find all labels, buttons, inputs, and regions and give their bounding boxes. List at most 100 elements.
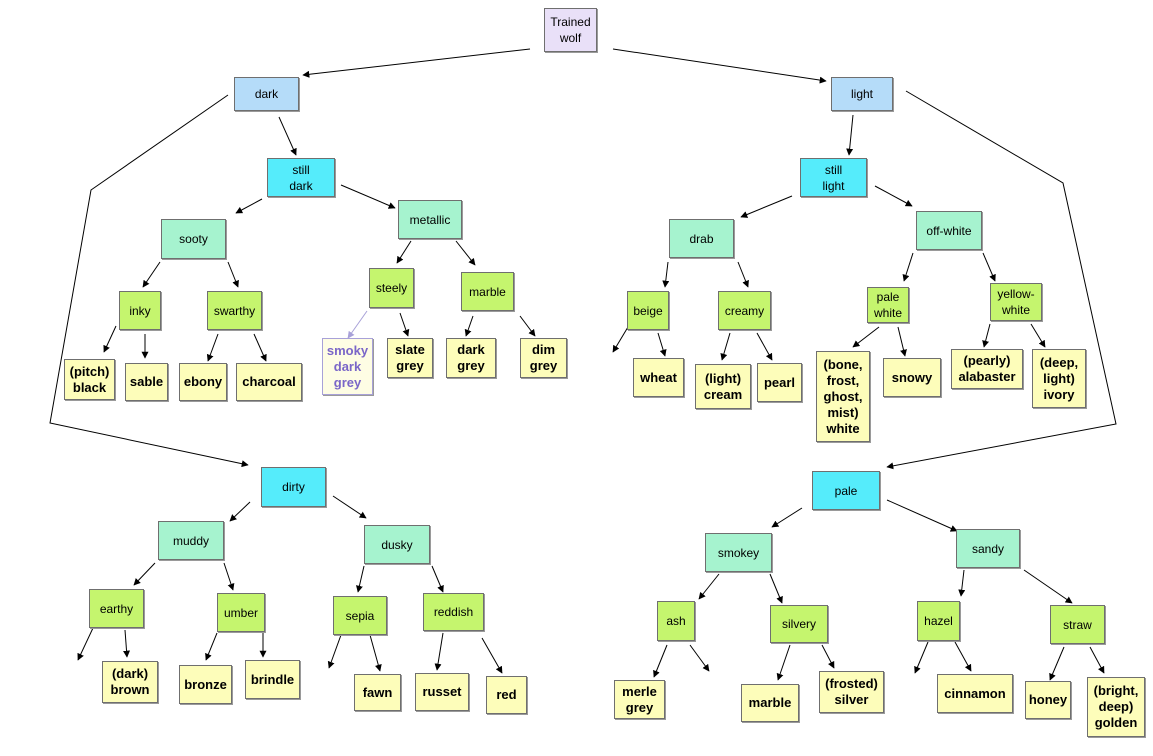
edge-ash-merlegrey — [653, 644, 668, 678]
node-creamy: creamy — [718, 291, 771, 330]
root-node-trained-wolf: Trained wolf — [544, 8, 597, 52]
edge-swarthy-ebony — [206, 333, 219, 362]
node-inky: inky — [119, 291, 161, 330]
leaf-brindle: brindle — [245, 660, 300, 699]
edge-creamy-pearl — [756, 332, 773, 361]
leaf-wheat: wheat — [633, 358, 684, 397]
edge-silvery-marble — [776, 644, 791, 681]
leaf-charcoal: charcoal — [236, 363, 302, 401]
edge-smokey-ash — [698, 573, 720, 600]
node-beige: beige — [627, 291, 669, 330]
leaf-fawn: fawn — [354, 674, 401, 711]
leaf-russet: russet — [415, 673, 469, 711]
node-swarthy: swarthy — [207, 291, 262, 330]
edge-stilllight-drab — [740, 195, 793, 218]
edge-yellowwhite-ivory — [1030, 323, 1046, 348]
edge-reddish-russet — [434, 632, 444, 671]
edge-dark-dirty — [49, 94, 249, 468]
edge-earthy-stub — [77, 627, 94, 661]
edge-sandy-hazel — [958, 569, 966, 597]
edge-stilldark-sooty — [235, 198, 263, 214]
node-dark: dark — [234, 77, 299, 111]
leaf-pearl: pearl — [757, 363, 802, 402]
leaf-ebony: ebony — [179, 363, 227, 401]
edge-straw-honey — [1049, 646, 1065, 681]
edge-beige-wheat — [657, 332, 667, 357]
edge-root-dark — [302, 48, 531, 78]
edge-dark-stilldark — [278, 116, 297, 156]
edge-umber-bronze — [205, 632, 218, 661]
node-drab: drab — [669, 219, 734, 258]
node-umber: umber — [217, 593, 265, 632]
node-straw: straw — [1050, 605, 1105, 644]
node-muddy: muddy — [158, 521, 224, 560]
edge-swarthy-charcoal — [253, 333, 267, 362]
node-silvery: silvery — [770, 605, 828, 643]
edge-offwhite-yellowwhite — [982, 252, 996, 282]
node-yellow-white: yellow- white — [990, 283, 1042, 321]
leaf-dim-grey: dim grey — [520, 338, 567, 378]
leaf-snowy: snowy — [883, 358, 941, 397]
node-sooty: sooty — [161, 219, 226, 259]
edge-smokey-silvery — [769, 573, 783, 604]
leaf-alabaster: (pearly) alabaster — [951, 349, 1023, 389]
node-sandy: sandy — [956, 529, 1020, 568]
edge-dusky-sepia — [356, 565, 365, 593]
edge-stilldark-metallic — [340, 184, 396, 209]
node-metallic: metallic — [398, 200, 462, 239]
edge-beige-stub — [612, 326, 629, 353]
edge-steely-smokydarkgrey — [347, 310, 368, 339]
node-pale: pale — [812, 471, 880, 510]
leaf-golden: (bright, deep) golden — [1087, 677, 1145, 737]
edge-muddy-earthy — [133, 562, 156, 586]
node-dusky: dusky — [364, 525, 430, 564]
node-hazel: hazel — [917, 601, 960, 641]
leaf-frosted-silver: (frosted) silver — [819, 671, 884, 713]
node-off-white: off-white — [916, 211, 982, 250]
leaf-pitch-black: (pitch) black — [64, 359, 115, 400]
edge-dusky-reddish — [431, 565, 444, 593]
node-dirty: dirty — [261, 467, 326, 507]
leaf-light-cream: (light) cream — [695, 364, 751, 409]
edge-yellowwhite-alabaster — [982, 323, 991, 348]
edge-ash-stub — [689, 644, 710, 672]
edge-dirty-dusky — [332, 495, 367, 519]
leaf-bronze: bronze — [179, 665, 232, 704]
edge-palewhite-bone — [852, 326, 880, 348]
edge-sepia-fawn — [369, 634, 382, 672]
node-still-light: still light — [800, 158, 867, 197]
edge-stilllight-offwhite — [874, 185, 913, 207]
edge-inky-pitchblack — [103, 325, 117, 353]
leaf-sable: sable — [125, 363, 168, 401]
edge-metallic-marble — [455, 240, 476, 266]
leaf-dark-grey: dark grey — [446, 338, 496, 378]
node-reddish: reddish — [423, 593, 484, 631]
leaf-merle-grey: merle grey — [614, 680, 665, 719]
edge-offwhite-palewhite — [902, 252, 914, 282]
edge-sooty-swarthy — [227, 261, 239, 288]
leaf-ivory: (deep, light) ivory — [1032, 349, 1086, 408]
edge-silvery-frostedsilver — [821, 644, 835, 669]
edge-reddish-red — [481, 637, 503, 674]
edge-palewhite-snowy — [897, 326, 907, 357]
node-earthy: earthy — [89, 589, 144, 628]
leaf-dark-brown: (dark) brown — [102, 661, 158, 703]
edge-drab-beige — [662, 261, 670, 288]
edge-muddy-umber — [223, 562, 235, 591]
node-ash: ash — [657, 601, 695, 641]
edge-dirty-muddy — [229, 501, 251, 522]
edge-steely-slategrey — [399, 312, 410, 337]
edge-marble-darkgrey — [464, 315, 474, 337]
edge-root-light — [612, 48, 827, 84]
node-sepia: sepia — [333, 596, 387, 635]
edge-straw-golden — [1089, 646, 1105, 674]
edge-sepia-stub — [327, 634, 342, 669]
leaf-honey: honey — [1025, 681, 1071, 719]
edge-metallic-steely — [396, 240, 412, 264]
leaf-bone-white: (bone, frost, ghost, mist) white — [816, 351, 870, 442]
edge-sandy-straw — [1023, 569, 1073, 604]
edge-earthy-darkbrown — [123, 629, 131, 658]
edge-sooty-inky — [142, 261, 161, 288]
edge-drab-creamy — [737, 261, 749, 288]
